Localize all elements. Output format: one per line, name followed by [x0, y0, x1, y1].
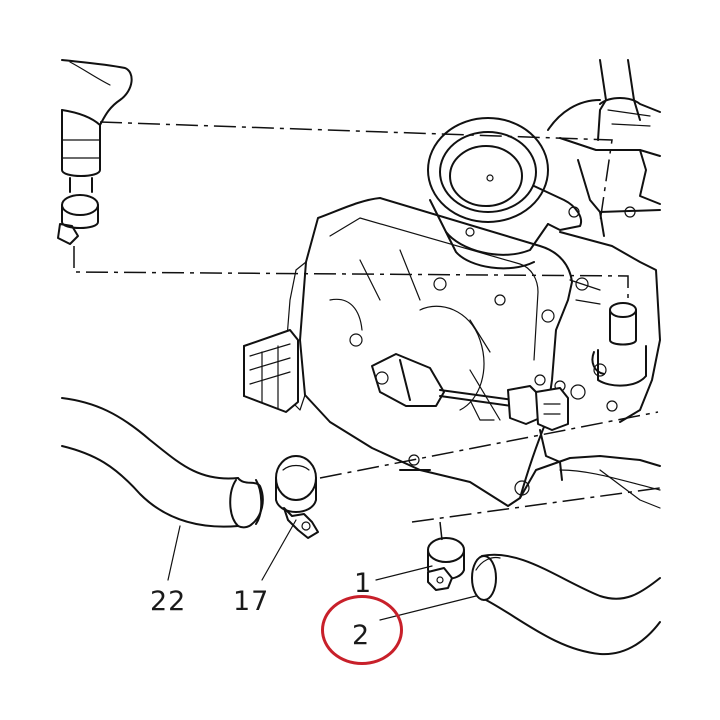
hose-clamp-1: [427, 537, 465, 591]
leader-line-17: [261, 519, 297, 581]
upper-outlet-pipe: [61, 59, 133, 193]
engine-housing: [285, 197, 573, 507]
upper-routing-line: [99, 121, 613, 223]
callout-17: 17: [233, 586, 270, 617]
highlight-ring-callout-2: [321, 595, 403, 665]
temperature-sensor: [371, 353, 569, 481]
leader-line-1: [375, 565, 433, 581]
upper-frame-members: [547, 59, 661, 237]
lower-routing-line: [411, 487, 661, 523]
coolant-bleed-fitting: [554, 231, 661, 423]
thermostat-outlet-neck: [427, 117, 582, 270]
hose-2: [471, 553, 661, 656]
hose-22: [61, 397, 264, 529]
leader-line-22: [167, 525, 181, 581]
lower-casing: [399, 455, 661, 509]
hose-clamp-17: [275, 455, 319, 539]
callout-1: 1: [354, 568, 373, 599]
upper-left-hose-clamp: [57, 194, 99, 245]
side-mount-bracket: [243, 329, 299, 413]
callout-22: 22: [150, 586, 187, 617]
middle-routing-line: [319, 411, 659, 479]
clamp1-drop-line: [439, 521, 443, 541]
left-vertical-routing-line: [73, 246, 629, 300]
